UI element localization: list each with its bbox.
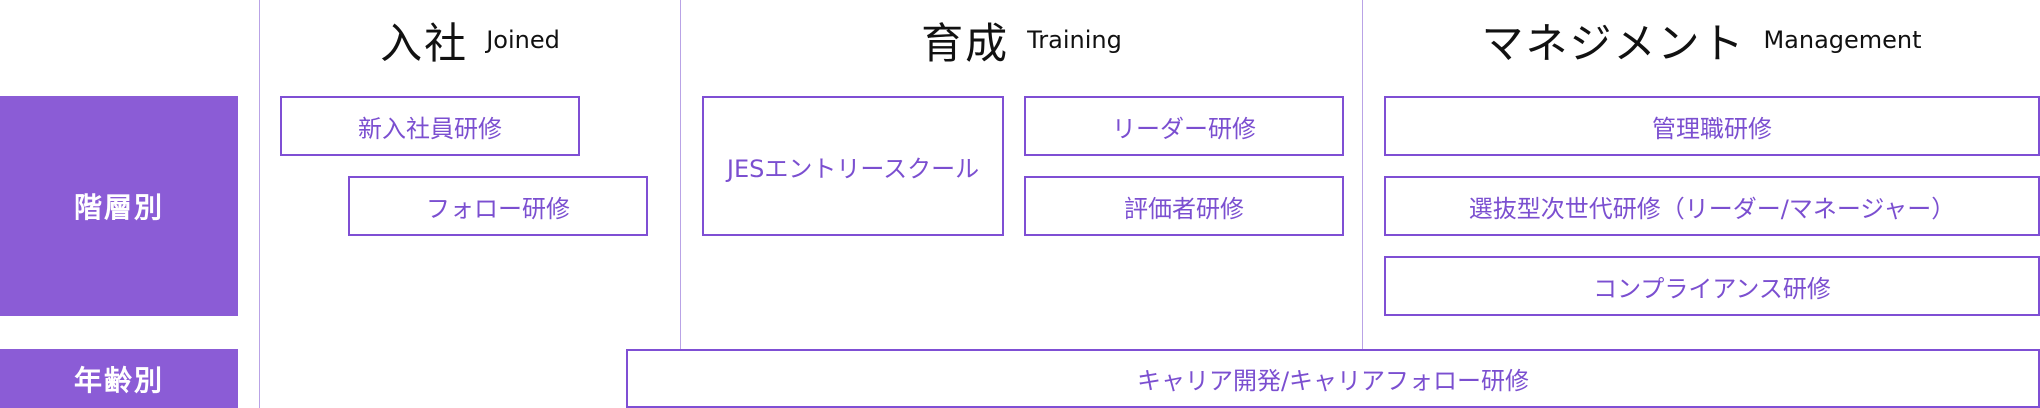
program-career-development: キャリア開発/キャリアフォロー研修: [626, 349, 2040, 408]
column-title-jp: 育成: [921, 18, 1010, 68]
divider-training-management: [1362, 0, 1363, 350]
program-next-generation-training: 選抜型次世代研修（リーダー/マネージャー）: [1384, 176, 2040, 236]
column-title-en: Joined: [486, 26, 560, 54]
column-title-en: Management: [1763, 26, 1922, 54]
program-compliance-training: コンプライアンス研修: [1384, 256, 2040, 316]
program-new-employee-training: 新入社員研修: [280, 96, 580, 156]
column-header-management: マネジメント Management: [1363, 0, 2040, 80]
column-header-training: 育成 Training: [681, 0, 1362, 80]
column-title-jp: 入社: [380, 18, 469, 68]
program-evaluator-training: 評価者研修: [1024, 176, 1344, 236]
program-follow-training: フォロー研修: [348, 176, 648, 236]
row-label-age: 年齢別: [0, 349, 238, 408]
program-jes-entry-school: JESエントリースクール: [702, 96, 1004, 236]
divider-left: [259, 0, 260, 408]
program-leader-training: リーダー研修: [1024, 96, 1344, 156]
column-title-en: Training: [1027, 26, 1122, 54]
column-title-jp: マネジメント: [1481, 18, 1746, 68]
program-manager-training: 管理職研修: [1384, 96, 2040, 156]
row-label-hierarchy: 階層別: [0, 96, 238, 316]
divider-joined-training: [680, 0, 681, 350]
column-header-joined: 入社 Joined: [260, 0, 680, 80]
